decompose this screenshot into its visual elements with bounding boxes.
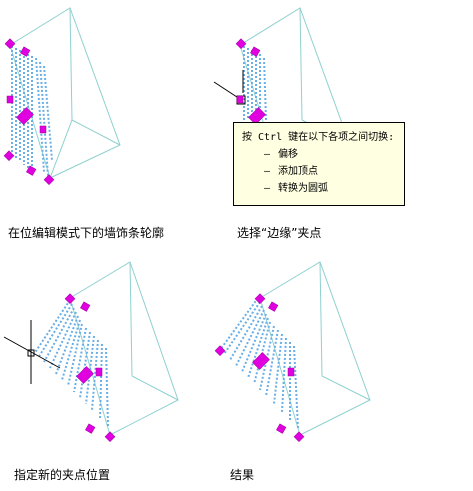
tooltip-header: 按 Ctrl 键在以下各项之间切换: — [242, 132, 395, 143]
caption-panel1: 在位编辑模式下的墙饰条轮廓 — [8, 226, 165, 240]
tooltip-item-convert-arc: –转换为圆弧 — [264, 183, 328, 194]
grip-icon[interactable] — [26, 165, 37, 176]
grip-icon[interactable] — [250, 46, 261, 57]
grip-icon[interactable] — [43, 174, 55, 186]
tooltip-item-add-vertex: –添加顶点 — [264, 166, 318, 177]
grip-icon[interactable] — [3, 150, 15, 162]
grip-icon[interactable] — [276, 423, 287, 434]
grip-icon[interactable] — [287, 367, 295, 377]
grip-icon[interactable] — [254, 293, 266, 305]
grip-icon[interactable] — [214, 345, 226, 357]
grip-icon[interactable] — [248, 107, 266, 125]
grip-icon[interactable] — [95, 367, 103, 377]
grip-icon[interactable] — [20, 46, 31, 57]
ctrl-toggle-tooltip: 按 Ctrl 键在以下各项之间切换: –偏移 –添加顶点 –转换为圆弧 — [233, 122, 405, 206]
profile-hatch — [33, 299, 109, 427]
grip-icon[interactable] — [64, 293, 76, 305]
caption-panel2: 选择“边缘”夹点 — [237, 226, 322, 240]
grip-icon[interactable] — [39, 125, 47, 134]
grip-icon[interactable] — [293, 431, 305, 443]
wall-wireframe — [259, 261, 371, 436]
grip-set — [3, 38, 55, 186]
wall-wireframe — [69, 261, 179, 436]
cursor-icon — [3, 320, 61, 384]
panel-profile-in-place-edit — [3, 7, 121, 186]
grip-icon[interactable] — [236, 95, 244, 104]
grip-icon[interactable] — [252, 352, 270, 370]
grip-icon[interactable] — [6, 95, 14, 104]
grip-set — [235, 38, 266, 125]
grip-icon[interactable] — [104, 431, 116, 443]
grip-icon[interactable] — [235, 38, 247, 50]
grip-set — [64, 293, 116, 443]
grip-set — [214, 293, 305, 443]
grip-icon[interactable] — [268, 301, 279, 312]
tooltip-item-offset: –偏移 — [264, 149, 298, 160]
grip-icon[interactable] — [4, 38, 16, 50]
wall-wireframe — [9, 7, 121, 179]
profile-hatch — [11, 46, 53, 177]
grip-icon[interactable] — [85, 423, 96, 434]
caption-panel3: 指定新的夹点位置 — [14, 468, 111, 482]
panel-result — [214, 261, 371, 443]
grip-icon[interactable] — [80, 301, 91, 312]
caption-panel4: 结果 — [230, 468, 255, 482]
panel-specify-new-grip-location — [3, 261, 179, 443]
grip-icon[interactable] — [16, 107, 34, 125]
profile-hatch — [243, 46, 267, 121]
grip-icon[interactable] — [76, 366, 94, 384]
